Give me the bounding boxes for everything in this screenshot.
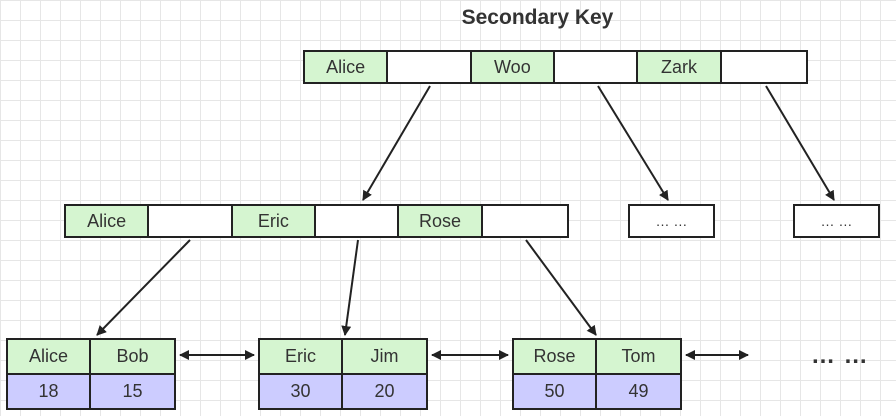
leaf-node-1: Alice Bob 18 15 [6, 338, 176, 410]
root-key-1: Alice [305, 52, 389, 82]
root-pointer-1 [388, 52, 472, 82]
diagram-title: Secondary Key [461, 6, 614, 29]
root-pointer-2 [555, 52, 639, 82]
arrow-root-to-internal [362, 85, 431, 201]
collapsed-node-1: … … [628, 204, 715, 238]
leaf-node-2: Eric Jim 30 20 [258, 338, 428, 410]
internal-key-2: Eric [232, 206, 317, 236]
internal-node: Alice Eric Rose [64, 204, 569, 238]
leaf-2-key-2: Jim [343, 340, 426, 373]
arrow-root-to-collapsed-2 [765, 85, 835, 201]
leaf-2-value-1: 30 [260, 375, 343, 408]
more-leaves-ellipsis: … … [811, 342, 869, 369]
leaf-node-3: Rose Tom 50 49 [512, 338, 682, 410]
internal-key-3: Rose [399, 206, 483, 236]
root-key-2: Woo [471, 52, 556, 82]
root-node: Alice Woo Zark [303, 50, 808, 84]
arrow-internal-to-leaf-3 [525, 239, 597, 336]
collapsed-node-2: … … [793, 204, 880, 238]
leaf-2-value-2: 20 [343, 375, 426, 408]
root-pointer-3 [721, 52, 807, 82]
leaf-3-key-1: Rose [514, 340, 597, 373]
leaf-3-key-2: Tom [597, 340, 680, 373]
leaf-1-value-2: 15 [91, 375, 174, 408]
leaf-1-key-2: Bob [91, 340, 174, 373]
root-key-3: Zark [638, 52, 722, 82]
leaf-1-key-1: Alice [8, 340, 91, 373]
arrow-internal-to-leaf-1 [96, 239, 191, 336]
internal-pointer-3 [482, 206, 568, 236]
leaf-2-key-1: Eric [260, 340, 343, 373]
internal-pointer-2 [316, 206, 400, 236]
internal-pointer-1 [149, 206, 233, 236]
arrow-root-to-collapsed-1 [597, 85, 669, 201]
leaf-1-value-1: 18 [8, 375, 91, 408]
leaf-3-value-1: 50 [514, 375, 597, 408]
arrow-internal-to-leaf-2 [341, 239, 359, 336]
internal-key-1: Alice [66, 206, 150, 236]
leaf-3-value-2: 49 [597, 375, 680, 408]
